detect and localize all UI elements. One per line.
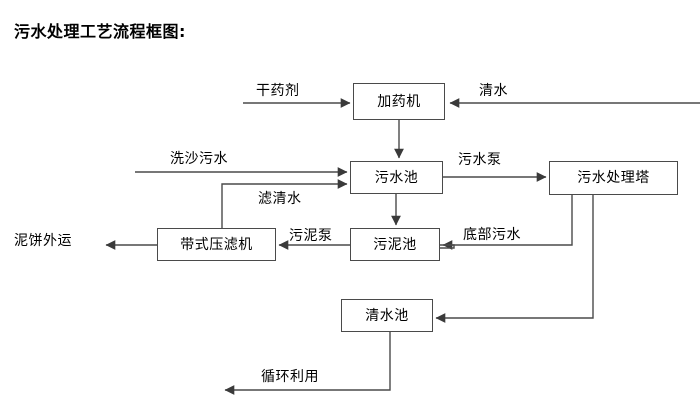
edge-label-dry-reagent: 干药剂 (256, 83, 300, 99)
node-label: 清水池 (365, 307, 409, 324)
edge-label-sand-wash-water: 洗沙污水 (170, 151, 228, 167)
edge-label-filtrate-water: 滤清水 (258, 191, 302, 207)
node-label: 污水池 (374, 169, 419, 186)
node-label: 带式压滤机 (180, 236, 253, 253)
edge-tower-to-clear-water-pool (435, 195, 594, 323)
node-dosing-machine[interactable]: 加药机 (353, 83, 445, 120)
node-wastewater-pool[interactable]: 污水池 (350, 161, 443, 194)
node-label: 污水处理塔 (577, 170, 650, 186)
edge-label-recycle-reuse: 循环利用 (261, 369, 319, 385)
edge-label-clean-water: 清水 (479, 83, 508, 99)
node-belt-filter-press[interactable]: 带式压滤机 (157, 228, 276, 261)
node-label: 污泥池 (373, 236, 417, 253)
node-sludge-pool[interactable]: 污泥池 (350, 228, 440, 261)
node-treatment-tower[interactable]: 污水处理塔 (549, 161, 678, 195)
terminal-label-mud-cake-out: 泥饼外运 (14, 233, 72, 249)
edge-clear-water-pool-recycle (224, 332, 391, 395)
edge-filtrate-to-wastewater-pool (221, 179, 348, 228)
node-label: 加药机 (377, 93, 421, 110)
edge-label-wastewater-pump: 污水泵 (458, 152, 502, 168)
edge-tower-to-sludge-pool (442, 195, 573, 250)
node-clear-water-pool[interactable]: 清水池 (341, 299, 433, 332)
page-title: 污水处理工艺流程框图: (14, 22, 186, 41)
edge-label-sludge-pump: 污泥泵 (289, 228, 333, 244)
edge-label-bottom-wastewater: 底部污水 (463, 227, 521, 243)
